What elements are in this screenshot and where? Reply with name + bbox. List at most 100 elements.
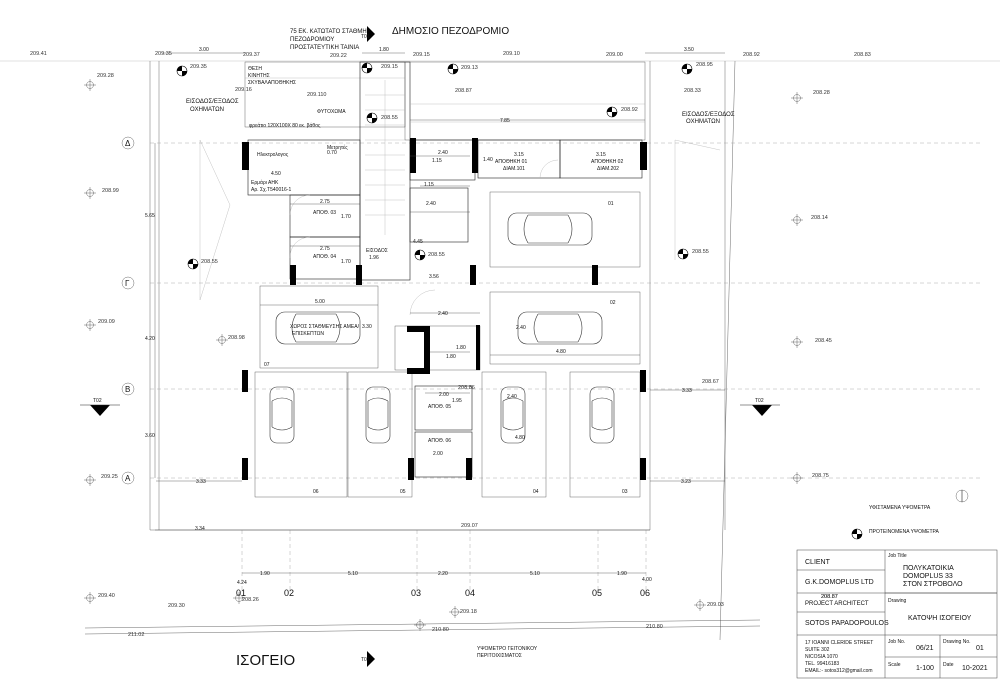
tb-date-label: Date <box>943 662 954 668</box>
level-27: 209.09 <box>98 319 115 325</box>
storage-05-label: ΑΠΟΘ. 05 <box>428 404 451 410</box>
dim-315a: 3.15 <box>514 152 524 158</box>
col-dim-3: 2.20 <box>438 571 448 577</box>
tb-job-no-label: Job No. <box>888 639 905 645</box>
section-arrows <box>80 26 780 667</box>
tb-drawing-no-label: Drawing No. <box>943 639 971 645</box>
parking-07-label: 07 <box>264 362 270 368</box>
tb-drawing: ΚΑΤΟΨΗ ΙΣΟΓΕΙΟΥ <box>908 615 972 622</box>
level-5: 209.15 <box>413 52 430 58</box>
dim-333b: 3.33 <box>682 388 692 394</box>
level-39: 209.18 <box>460 609 477 615</box>
row-dim-1: 5.65 <box>145 213 155 219</box>
tb-scale: 1-100 <box>916 665 934 672</box>
level-10: 209.28 <box>97 73 114 79</box>
dim-196: 1.96 <box>369 255 379 261</box>
level-23: 208.14 <box>811 215 828 221</box>
level-24: 208.55 <box>201 259 218 265</box>
col-dim-2: 5.10 <box>348 571 358 577</box>
sidewalk-note-1: 75 ΕΚ. ΚΑΤΩΤΑΤΟ ΣΤΑΘΜΗ <box>290 29 367 35</box>
level-16: 209.110 <box>307 92 326 98</box>
level-33: 208.75 <box>812 473 829 479</box>
vehicle-entry-right-2: ΟΧΗΜΑΤΩΝ <box>686 119 720 125</box>
dim-480a: 4.80 <box>556 349 566 355</box>
tb-job-title-2: DOMOPLUS 33 <box>903 573 953 580</box>
level-14: 208.95 <box>696 62 713 68</box>
level-13: 209.13 <box>461 65 478 71</box>
level-17: 208.87 <box>455 88 472 94</box>
ahk-cabinet-label-2: Αρ. Σχ.Τ540016-1 <box>251 187 291 193</box>
planter-label: ΦΥΤΟΧΩΜΑ <box>317 109 346 115</box>
row-dim-3: 3.60 <box>145 433 155 439</box>
dim-195: 1.95 <box>452 398 462 404</box>
dim-785: 7.85 <box>500 118 510 124</box>
tb-job-no: 06/21 <box>916 645 934 652</box>
level-11: 209.35 <box>190 64 207 70</box>
grid-col-06: 06 <box>640 588 650 598</box>
tb-address-3: NICOSIA 1070 <box>805 654 838 660</box>
parking-06-label: 06 <box>313 489 319 495</box>
tb-drawing-label: Drawing <box>888 598 907 604</box>
tb-job-title-1: ΠΟΛΥΚΑΤΟΙΚΙΑ <box>903 565 954 572</box>
level-35: 208.87 <box>821 594 838 600</box>
level-34: 209.07 <box>461 523 478 529</box>
dim-170b: 1.70 <box>341 259 351 265</box>
level-18: 208.33 <box>684 88 701 94</box>
dim-240b: 2.40 <box>426 201 436 207</box>
col-dim-4: 5.10 <box>530 571 540 577</box>
grid-row-delta: Δ <box>125 139 131 148</box>
grid-row-gamma: Γ <box>125 279 130 288</box>
dim-334: 3.34 <box>195 526 205 532</box>
grid-col-04: 04 <box>465 588 475 598</box>
bin-label-3: ΣΚΥΒΑΛΑΠΟΘΗΚΗΣ <box>248 80 296 86</box>
disabled-parking-label-1: ΧΩΡΟΣ ΣΤΑΘΜΕΥΣΗΣ ΑΜΕΑ/ <box>290 324 360 330</box>
dim-top-left: 3.00 <box>199 47 209 53</box>
level-2: 209.35 <box>155 51 172 57</box>
dim-275b: 2.75 <box>320 246 330 252</box>
col-dim-edge-right: 4.00 <box>642 577 652 583</box>
dim-333a: 3.33 <box>196 479 206 485</box>
dim-top-mid: 1.80 <box>379 47 389 53</box>
level-41: 211.02 <box>128 632 144 638</box>
tb-architect: SOTOS PAPADOPOULOS <box>805 620 889 627</box>
grid-bubbles <box>121 136 135 485</box>
structural-columns <box>242 138 647 480</box>
bin-label-2: ΚΙΝΗΤΗΣ <box>248 73 270 79</box>
meters-label: Μετρητές <box>327 144 348 151</box>
level-29: 208.45 <box>815 338 832 344</box>
dim-330: 3.30 <box>362 324 372 330</box>
plot-boundary <box>0 60 1000 641</box>
sidewalk-note-3: ΠΡΟΣΤΑΤΕΥΤΙΚΗ ΤΑΙΝΙΑ <box>290 45 359 51</box>
legend-proposed-label: ΠΡΟΤΕΙΝΟΜΕΝΑ ΥΨΟΜΕΤΡΑ <box>869 529 940 535</box>
tb-architect-label: PROJECT ARCHITECT <box>805 601 869 607</box>
dim-450: 4.50 <box>271 171 281 177</box>
level-37: 208.26 <box>242 597 259 603</box>
tb-job-title-3: ΣΤΟΝ ΣΤΡΟΒΟΛΟ <box>903 581 963 588</box>
parking-04-label: 04 <box>533 489 539 495</box>
neighbor-level-label-2: ΠΕΡΙΤΟΙΧΙΣΜΑΤΟΣ <box>477 653 522 659</box>
tb-address-4: TEL. 99416183 <box>805 661 839 667</box>
tb-client: G.K.DOMOPLUS LTD <box>805 579 874 586</box>
dim-240d: 2.40 <box>516 325 526 331</box>
level-32: 209.25 <box>101 474 118 480</box>
dim-240e: 2.40 <box>507 394 517 400</box>
plan-title: ΙΣΟΓΕΙΟ <box>236 652 295 669</box>
dim-115b: 1.15 <box>424 182 434 188</box>
storage-04-label: ΑΠΟΘ. 04 <box>313 254 336 260</box>
tb-job-title-label: Job Title <box>888 553 907 559</box>
section-mark-left: T02 <box>93 398 102 404</box>
well-label: φρεάτιο 120Χ100Χ 80 εκ. βάθος <box>249 122 321 129</box>
dim-140: 1.40 <box>483 157 493 163</box>
entrance-label: ΕΙΣΟΔΟΣ <box>366 248 388 254</box>
parking-01-label: 01 <box>608 201 614 207</box>
ahk-cabinet-label-1: Ερμάρι ΑΗΚ <box>251 179 279 186</box>
level-38: 209.30 <box>168 603 185 609</box>
storage-01-label-1: ΑΠΟΘΗΚΗ 01 <box>495 159 527 165</box>
title-block <box>796 549 998 679</box>
storage-02-label-2: ΔΙΑΜ.202 <box>597 166 619 172</box>
level-22: 208.99 <box>102 188 119 194</box>
dim-445: 4.45 <box>413 239 423 245</box>
level-40: 209.03 <box>707 602 724 608</box>
